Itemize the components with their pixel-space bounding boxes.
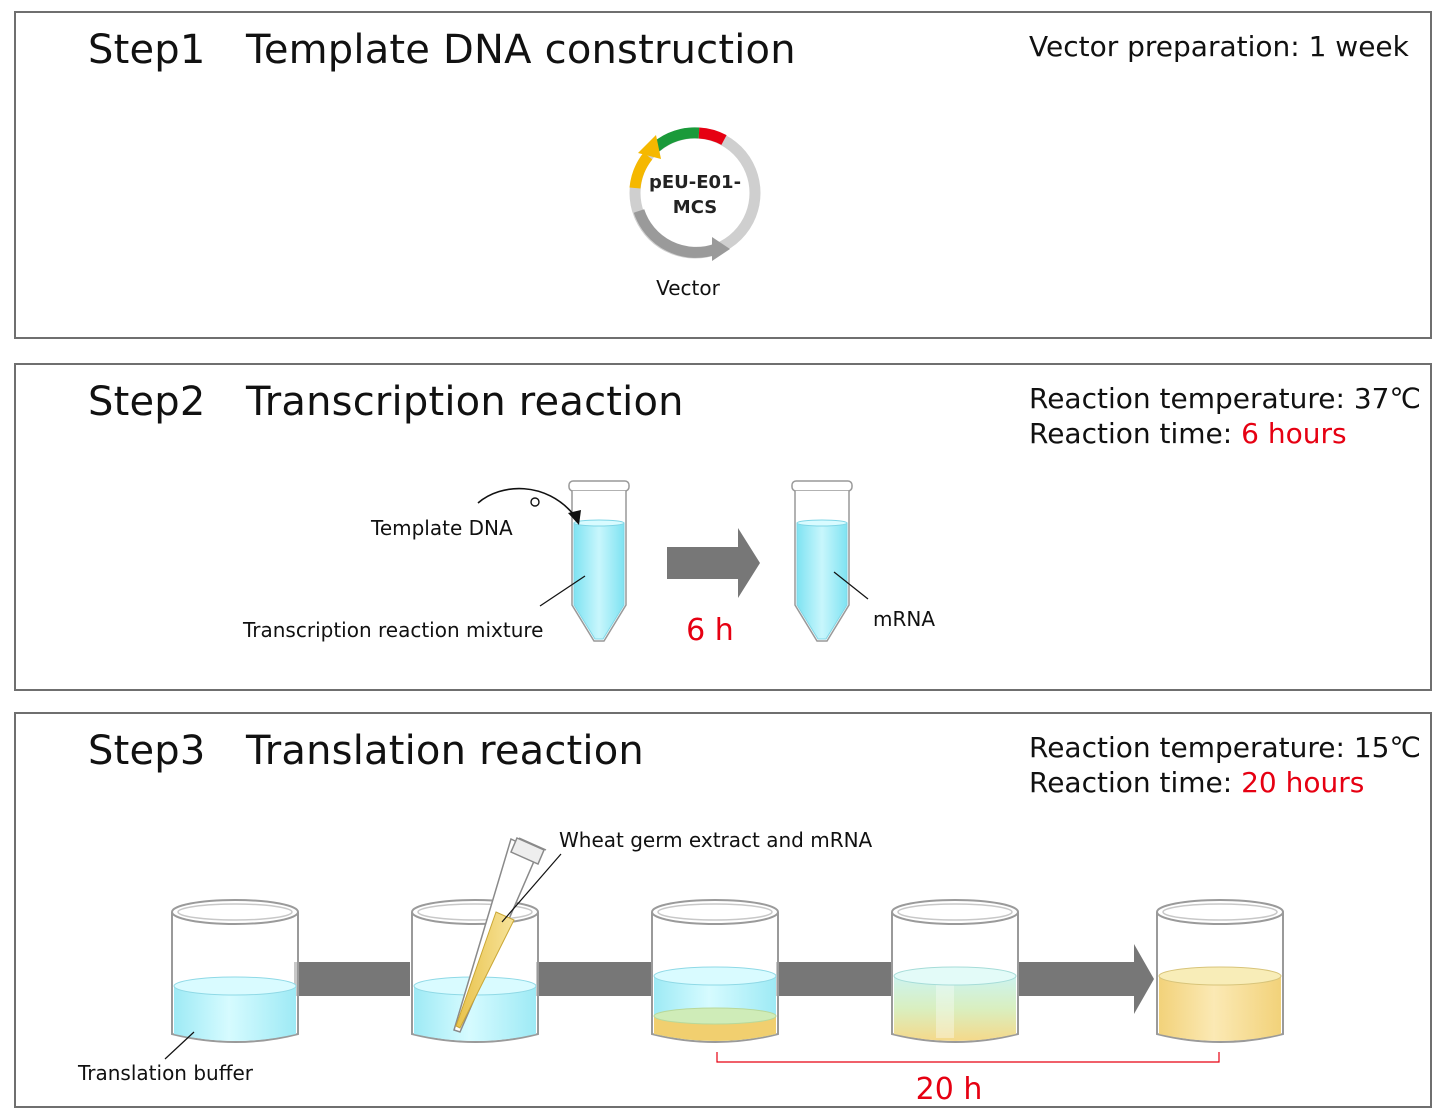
step2-temperature: Reaction temperature: 37℃: [1029, 382, 1421, 415]
plasmid-name-line2: MCS: [673, 197, 717, 218]
flow-bar-2: [536, 962, 652, 996]
step1-number: Step1: [88, 27, 206, 73]
step2-number: Step2: [88, 379, 206, 425]
step3-time-value: 20 hours: [1241, 766, 1365, 799]
step3-heading: Step3 Translation reaction: [88, 728, 644, 774]
step1-info: Vector preparation: 1 week: [1029, 29, 1409, 64]
plasmid-direction-arrowhead: [712, 237, 730, 261]
buffer-leader-line: [164, 1031, 195, 1060]
vector-label: Vector: [656, 276, 721, 300]
step1-panel: Step1 Template DNA construction Vector pr…: [14, 11, 1432, 339]
buffer-label: Translation buffer: [77, 1061, 254, 1085]
plasmid-gray-arc: [633, 209, 718, 258]
step2-heading: Step2 Transcription reaction: [88, 379, 684, 425]
step2-time-value: 6 hours: [1241, 417, 1347, 450]
step3-temperature: Reaction temperature: 15℃: [1029, 731, 1421, 764]
mixture-label: Transcription reaction mixture: [242, 618, 543, 642]
transcription-diagram: Template DNA Transcription reaction mixt…: [242, 480, 935, 648]
step2-panel: Step2 Transcription reaction Reaction tem…: [14, 363, 1432, 691]
step2-info: Reaction temperature: 37℃ Reaction time:…: [1029, 381, 1421, 451]
pipette-leader-line: [501, 853, 562, 923]
translation-duration: 20 h: [916, 1072, 983, 1107]
mrna-label: mRNA: [873, 607, 935, 631]
step3-title: Translation reaction: [246, 728, 644, 774]
plasmid-promoter-arrowhead: [638, 135, 661, 159]
plasmid-promoter-segment: [629, 152, 653, 189]
step3-number: Step3: [88, 728, 206, 774]
step1-prep-time: Vector preparation: 1 week: [1029, 30, 1409, 63]
template-dna-pointer: [477, 487, 575, 516]
flow-bar-3: [776, 962, 892, 996]
step2-title: Transcription reaction: [246, 379, 684, 425]
mrna-leader-line: [833, 571, 869, 600]
flow-arrow-final: [1018, 944, 1154, 1014]
beaker-layered: [651, 899, 779, 1043]
pipette-label: Wheat germ extract and mRNA: [559, 828, 873, 852]
template-dna-loop: [530, 497, 540, 507]
pipette-tip: [453, 837, 547, 1033]
plasmid-name-line1: pEU-E01-: [649, 172, 741, 193]
translation-diagram: Translation buffer Wheat germ extract an…: [77, 828, 1284, 1107]
step1-heading: Step1 Template DNA construction: [88, 27, 796, 73]
step3-time-label: Reaction time:: [1029, 766, 1242, 799]
step2-time: Reaction time: 6 hours: [1029, 416, 1421, 451]
beaker-complete: [1156, 899, 1284, 1043]
mixture-leader-line: [539, 575, 586, 607]
step2-time-label: Reaction time:: [1029, 417, 1242, 450]
step3-panel: Step3 Translation reaction Reaction tempe…: [14, 712, 1432, 1108]
plasmid-red-segment: [698, 127, 727, 145]
beaker-buffer: [171, 899, 299, 1043]
duration-bracket: [716, 1052, 1220, 1063]
template-dna-label: Template DNA: [370, 516, 513, 540]
transcription-duration: 6 h: [686, 613, 734, 648]
beaker-mixing: [891, 899, 1019, 1043]
tube-after: [791, 480, 853, 642]
step3-info: Reaction temperature: 15℃ Reaction time:…: [1029, 730, 1421, 800]
template-dna-arrowhead: [568, 510, 581, 525]
step3-time: Reaction time: 20 hours: [1029, 765, 1421, 800]
plasmid-green-segment: [652, 127, 700, 152]
process-arrow: [667, 528, 760, 598]
step1-title: Template DNA construction: [246, 27, 796, 73]
tube-before: [568, 480, 630, 642]
plasmid-diagram: pEU-E01- MCS Vector: [629, 127, 761, 300]
flow-bar-1: [294, 962, 410, 996]
